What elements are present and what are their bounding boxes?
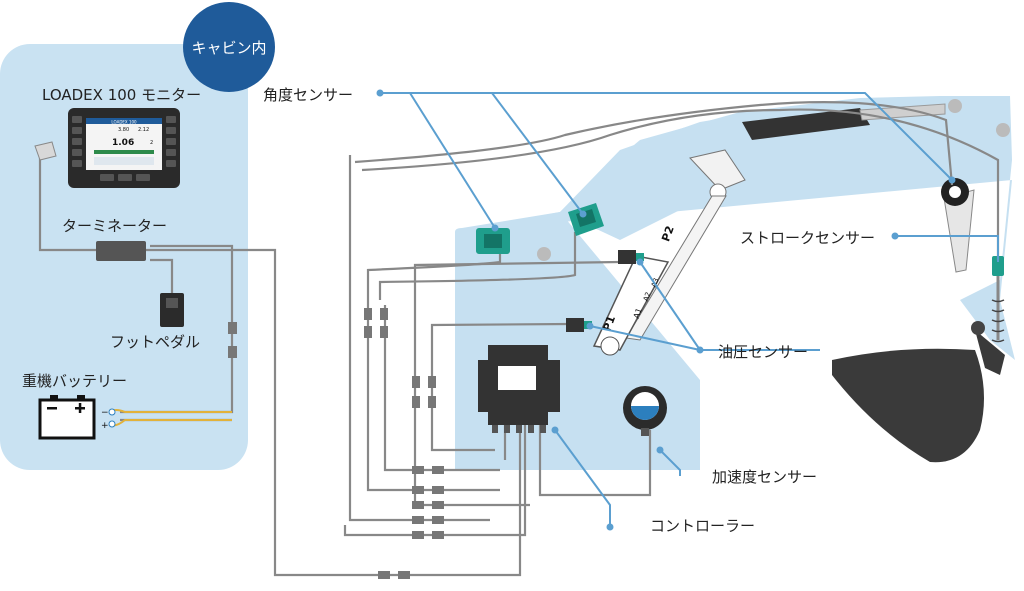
battery (38, 395, 96, 440)
foot-pedal (160, 293, 184, 327)
battery-plus: + (101, 421, 109, 431)
monitor-value-b: 2.12 (138, 127, 149, 133)
monitor-connector (34, 141, 57, 161)
mark-a2: A2 (642, 291, 653, 302)
hydraulic-sensor-2 (618, 250, 644, 264)
cabin-badge: キャビン内 (183, 2, 275, 92)
hydraulic-sensor-label: 油圧センサー (718, 343, 809, 361)
controller-label: コントローラー (650, 517, 756, 535)
monitor-value-main: 1.06 (112, 138, 134, 148)
pivot-boom (537, 247, 551, 261)
hydraulic-cylinder (592, 149, 746, 356)
battery-minus: − (101, 408, 109, 418)
pivot-arm (996, 123, 1010, 137)
leader-dots (376, 89, 956, 531)
accel-sensor-label: 加速度センサー (712, 468, 818, 486)
monitor-brand: LOADEX 100 (111, 120, 137, 125)
bucket (832, 348, 984, 463)
accelerometer (623, 386, 667, 436)
cable-connectors (228, 308, 444, 579)
mark-a1: A1 (632, 307, 644, 320)
battery-terminal-neg (108, 408, 116, 416)
loadex-monitor: LOADEX 100 3.80 2.12 1.06 2 (68, 108, 180, 188)
battery-label: 重機バッテリー (22, 372, 128, 390)
monitor-value-c: 2 (150, 140, 153, 146)
stroke-sensor-label: ストロークセンサー (740, 229, 876, 247)
leader-lines (380, 92, 999, 527)
arm-cylinder (941, 178, 975, 273)
foot-pedal-label: フットペダル (110, 333, 201, 351)
battery-terminal-pos (108, 420, 116, 428)
boom-cylinder (742, 99, 962, 140)
stroke-sensor (992, 256, 1004, 276)
angle-sensor-label: 角度センサー (263, 86, 354, 104)
angle-sensor-1 (476, 228, 510, 254)
monitor-label: LOADEX 100 モニター (42, 86, 202, 104)
monitor-value-a: 3.80 (118, 127, 129, 133)
bucket-pivot (971, 321, 985, 335)
controller (478, 345, 560, 433)
bucket-arm (975, 330, 1005, 375)
stroke-sensor-coil (991, 299, 1005, 343)
cabin-label: キャビン内 (191, 38, 267, 57)
terminator-label: ターミネーター (62, 217, 168, 235)
mark-p2: P2 (659, 224, 677, 243)
terminator-box (96, 241, 146, 261)
